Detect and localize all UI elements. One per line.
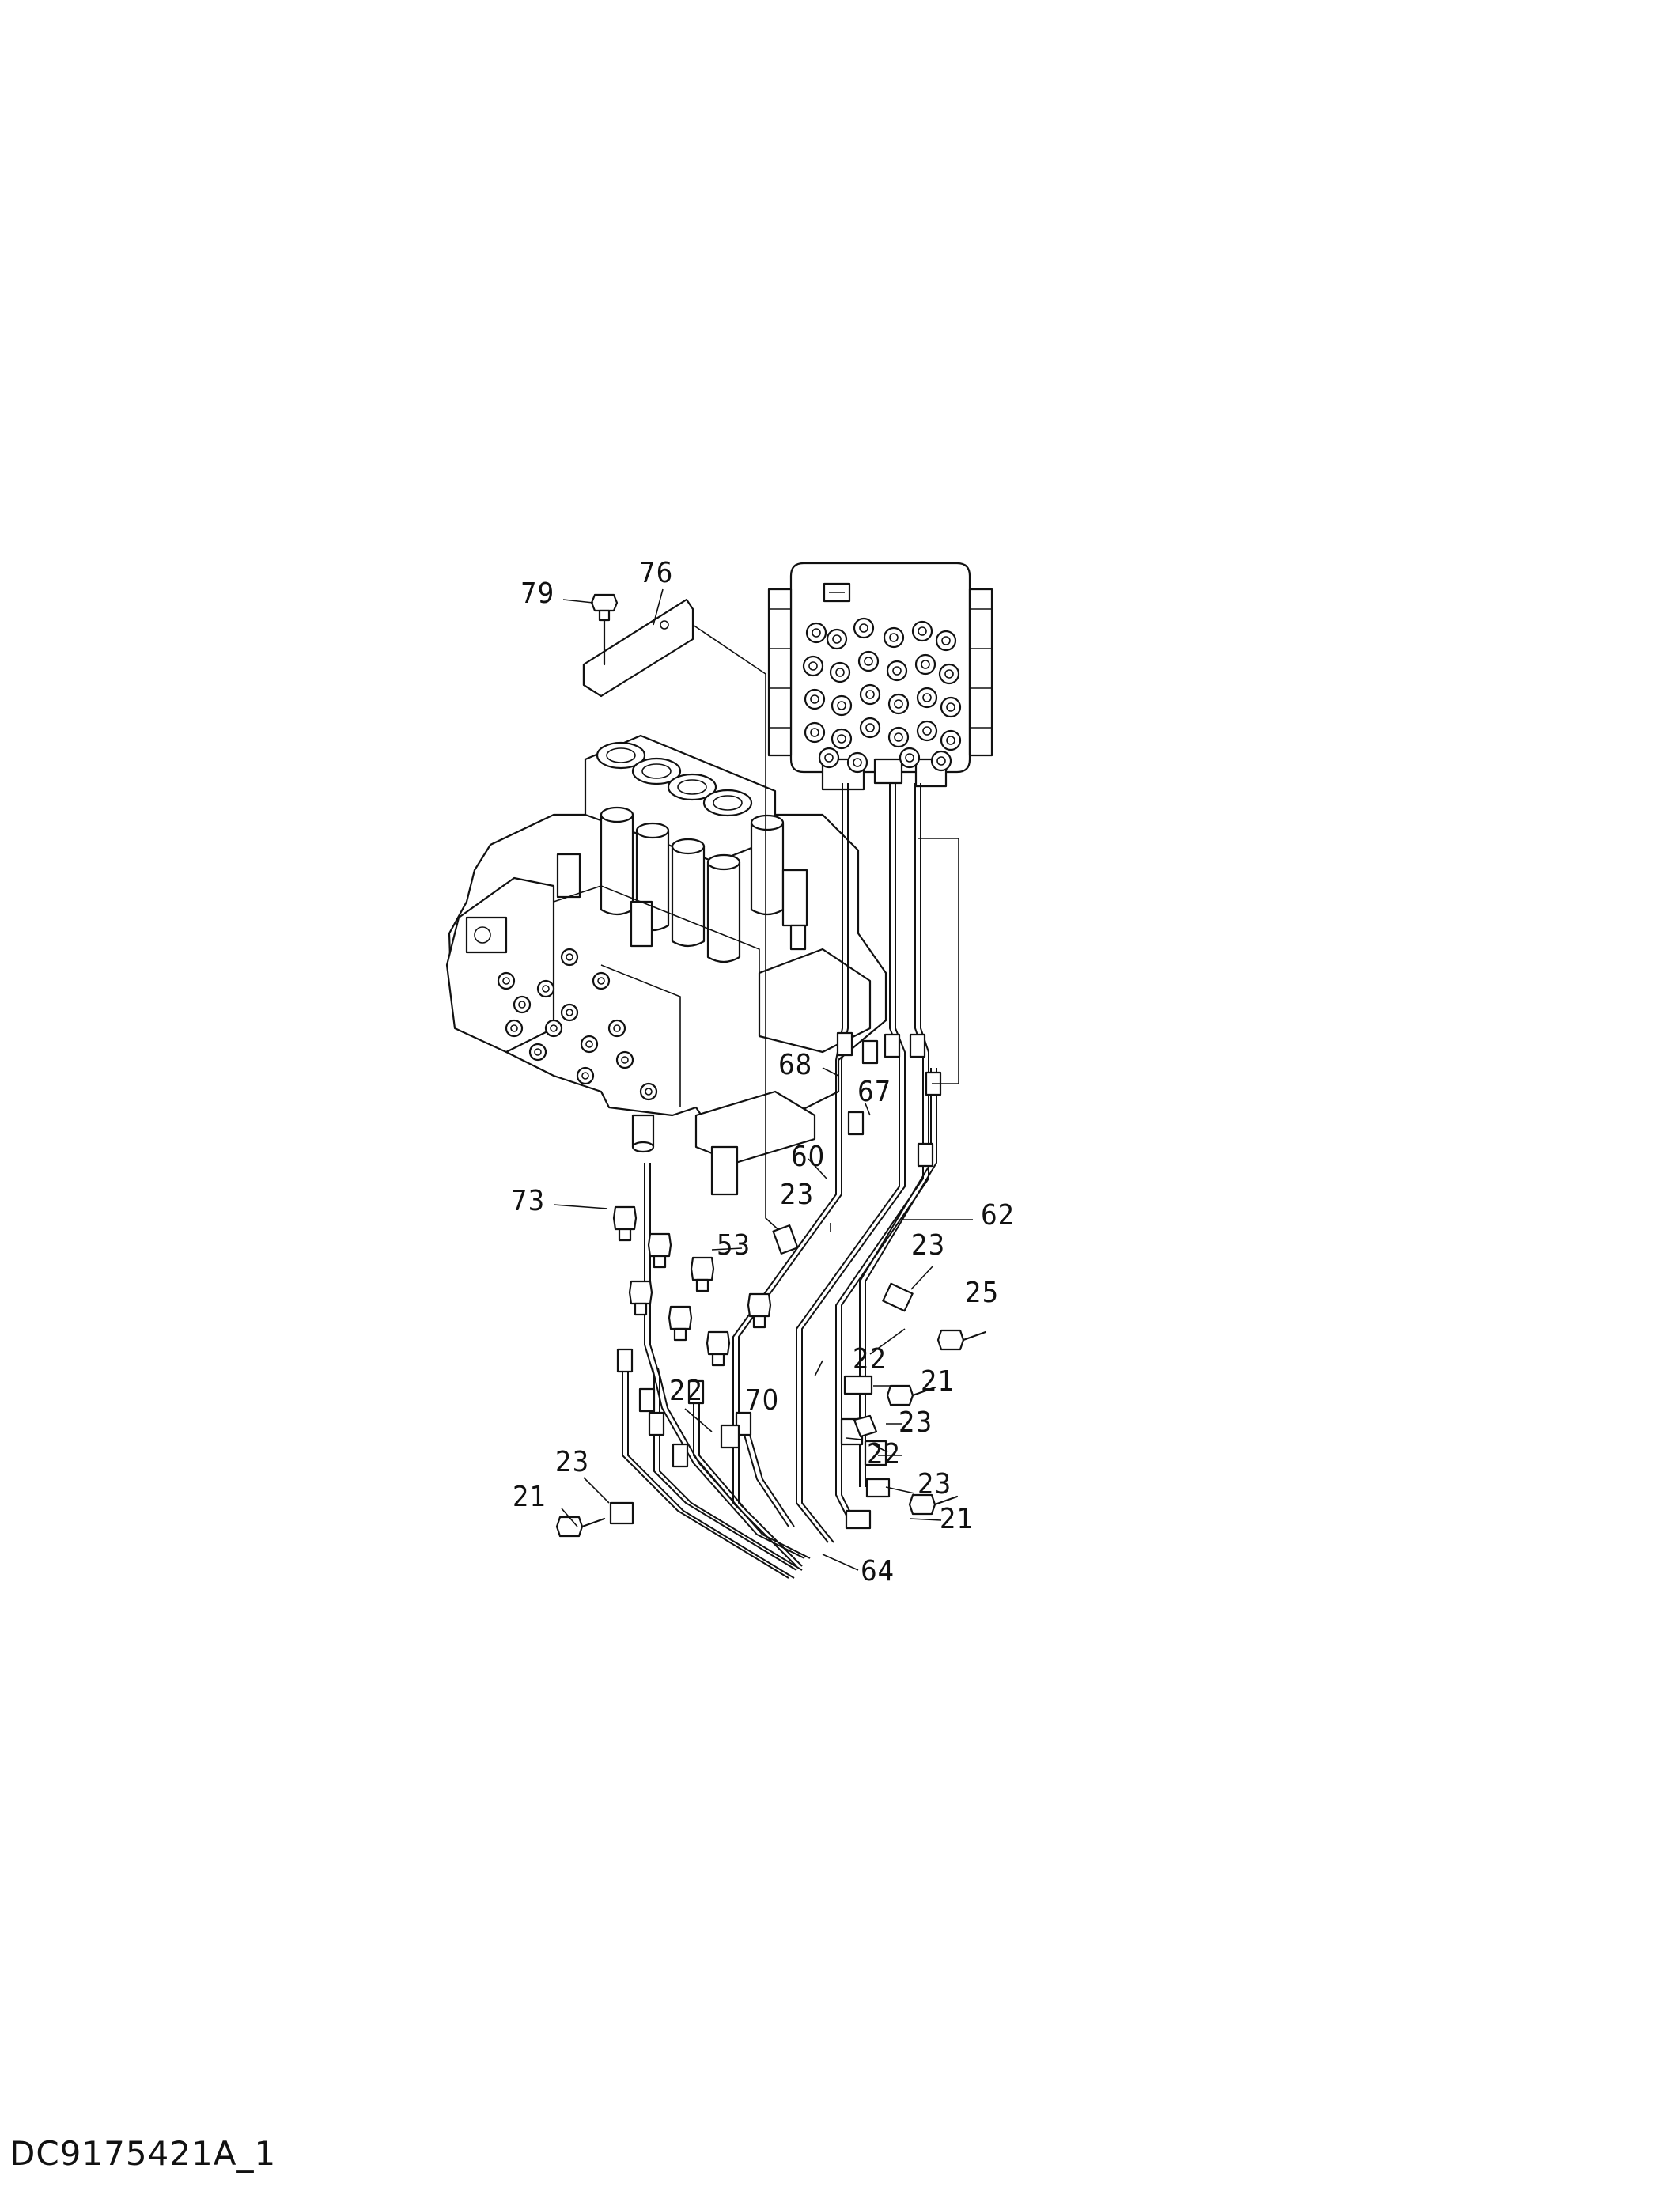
callout: 23 <box>899 1406 933 1439</box>
pilot-manifold <box>767 562 993 791</box>
callout: 68 <box>778 1049 812 1081</box>
callout: 23 <box>911 1229 945 1262</box>
callout: 64 <box>861 1555 895 1588</box>
callout: 23 <box>918 1468 952 1501</box>
callout: 62 <box>981 1199 1015 1232</box>
callout: 79 <box>520 577 554 610</box>
callout: 53 <box>717 1229 751 1262</box>
callout: 23 <box>555 1446 589 1478</box>
callout: 23 <box>780 1179 814 1211</box>
callout: 73 <box>511 1185 545 1217</box>
bolts <box>555 1329 987 1538</box>
bracket <box>582 598 694 698</box>
loose-fittings <box>612 1205 772 1367</box>
clamps <box>609 1224 914 1530</box>
callouts: 79 76 68 67 60 73 23 62 53 23 25 22 21 2… <box>511 557 1015 1588</box>
callout: 22 <box>867 1438 901 1470</box>
callout: 21 <box>940 1503 974 1535</box>
callout: 76 <box>639 557 673 589</box>
pipes <box>616 624 959 1579</box>
drawing-id: DC9175421A_1 <box>9 2134 277 2173</box>
callout: 70 <box>745 1384 779 1417</box>
callout: 21 <box>921 1365 955 1398</box>
leader-lines <box>553 588 973 1571</box>
callout: 67 <box>857 1076 891 1108</box>
control-valve <box>445 734 887 1196</box>
callout: 22 <box>669 1375 703 1407</box>
callout: 21 <box>513 1481 547 1513</box>
callout: 25 <box>965 1277 999 1309</box>
callout: 22 <box>853 1343 887 1376</box>
callout: 60 <box>791 1141 825 1173</box>
